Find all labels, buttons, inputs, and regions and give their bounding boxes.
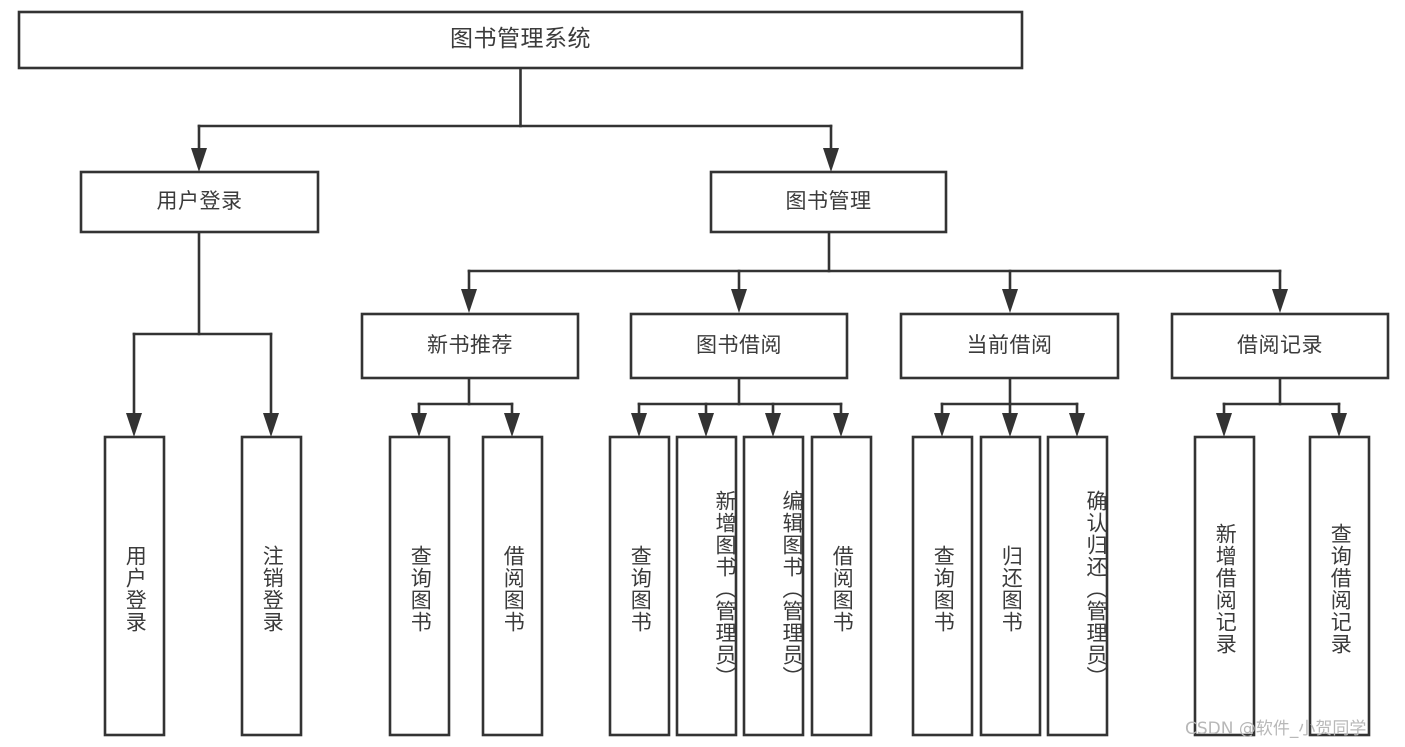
node-borrow-record[interactable]	[1170, 312, 1390, 380]
node-leaf-query-book-recommend[interactable]	[388, 435, 451, 737]
node-leaf-query-borrow-record[interactable]	[1308, 435, 1371, 737]
node-book-management[interactable]	[709, 170, 948, 234]
connector-userlogin-to-leaves	[126, 230, 279, 437]
node-leaf-logout[interactable]	[240, 435, 303, 737]
node-leaf-add-book-admin[interactable]	[675, 435, 738, 737]
node-leaf-user-login[interactable]	[103, 435, 166, 737]
node-leaf-borrow-book[interactable]	[810, 435, 873, 737]
node-user-login[interactable]	[79, 170, 320, 234]
connector-borrowrecord-to-leaves	[1216, 376, 1347, 437]
node-new-book-recommend[interactable]	[360, 312, 580, 380]
connector-currentborrow-to-leaves	[934, 376, 1085, 437]
node-leaf-edit-book-admin[interactable]	[742, 435, 805, 737]
connector-bookmgmt-to-level3	[461, 230, 1288, 313]
node-leaf-query-book-borrow[interactable]	[608, 435, 671, 737]
node-root[interactable]	[17, 10, 1024, 70]
node-book-borrow[interactable]	[629, 312, 849, 380]
node-leaf-borrow-book-recommend[interactable]	[481, 435, 544, 737]
connector-root-to-level2	[191, 66, 839, 172]
connector-bookborrow-to-leaves	[631, 376, 849, 437]
node-leaf-add-borrow-record[interactable]	[1193, 435, 1256, 737]
node-leaf-return-book[interactable]	[979, 435, 1042, 737]
node-current-borrow[interactable]	[899, 312, 1120, 380]
node-leaf-query-book-current[interactable]	[911, 435, 974, 737]
connector-newbook-to-leaves	[411, 376, 520, 437]
node-leaf-confirm-return-admin[interactable]	[1046, 435, 1109, 737]
